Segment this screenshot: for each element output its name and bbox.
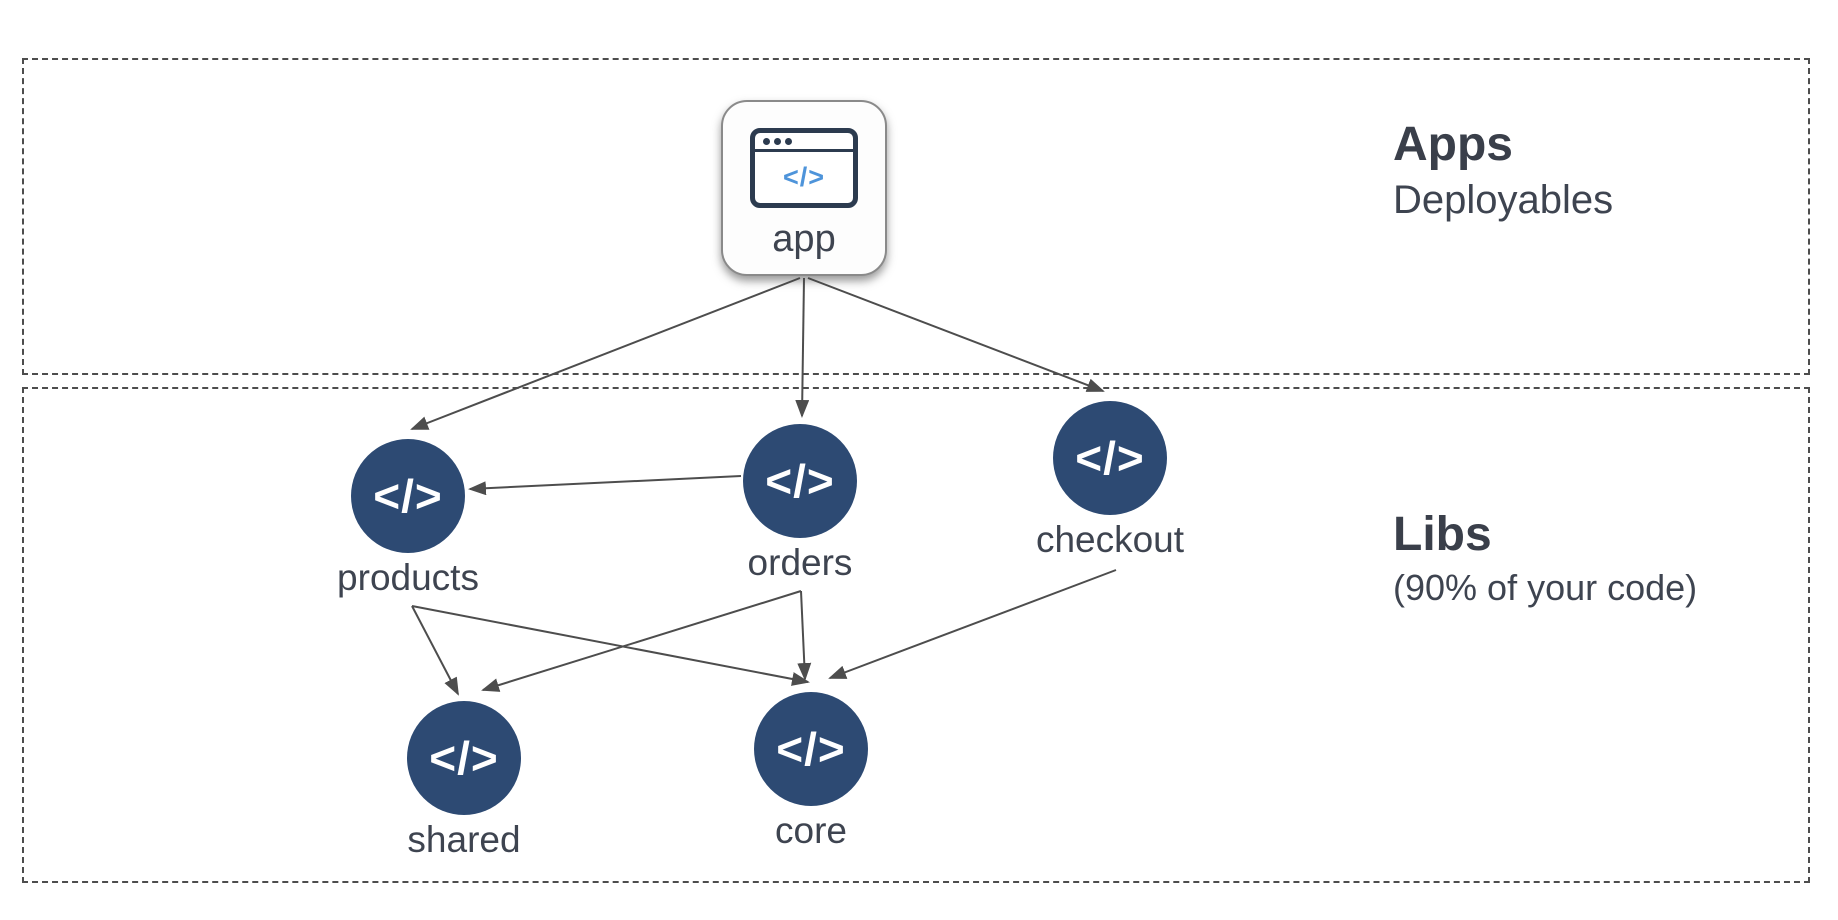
apps-zone-subtitle: Deployables xyxy=(1393,177,1614,222)
libs-zone-label: Libs (90% of your code) xyxy=(1393,506,1697,609)
apps-zone-label: Apps Deployables xyxy=(1393,116,1613,224)
code-icon: </> xyxy=(351,439,465,553)
browser-window-icon: </> xyxy=(750,128,858,208)
code-icon: </> xyxy=(754,692,868,806)
node-app: </> app xyxy=(721,100,887,276)
code-icon: </> xyxy=(1053,401,1167,515)
code-icon: </> xyxy=(782,162,826,192)
node-products: </> products xyxy=(337,439,479,598)
node-checkout-label: checkout xyxy=(1035,519,1185,560)
node-core-label: core xyxy=(775,810,847,851)
code-icon: </> xyxy=(743,424,857,538)
edge-orders-shared xyxy=(481,590,802,692)
edge-app-checkout xyxy=(807,277,1105,392)
node-core: </> core xyxy=(754,692,868,851)
node-products-label: products xyxy=(337,557,479,598)
edge-app-orders xyxy=(795,277,810,418)
edge-products-core xyxy=(411,605,810,686)
node-shared-label: shared xyxy=(407,819,521,860)
edge-checkout-core xyxy=(828,569,1117,679)
node-orders-label: orders xyxy=(747,542,853,583)
libs-zone-title: Libs xyxy=(1393,508,1492,561)
node-app-label: app xyxy=(772,218,836,260)
code-icon: </> xyxy=(407,701,521,815)
edge-products-shared xyxy=(411,605,459,696)
libs-zone-box xyxy=(22,387,1810,883)
node-shared: </> shared xyxy=(407,701,521,860)
edge-orders-core xyxy=(797,590,812,681)
apps-zone-box xyxy=(22,58,1810,375)
libs-zone-subtitle: (90% of your code) xyxy=(1393,566,1698,608)
browser-divider xyxy=(755,149,853,152)
node-orders: </> orders xyxy=(743,424,857,583)
edge-orders-products xyxy=(468,475,742,496)
browser-dots-icon xyxy=(755,133,853,145)
edge-app-products xyxy=(410,277,801,430)
node-checkout: </> checkout xyxy=(1036,401,1184,560)
apps-zone-title: Apps xyxy=(1393,118,1513,171)
